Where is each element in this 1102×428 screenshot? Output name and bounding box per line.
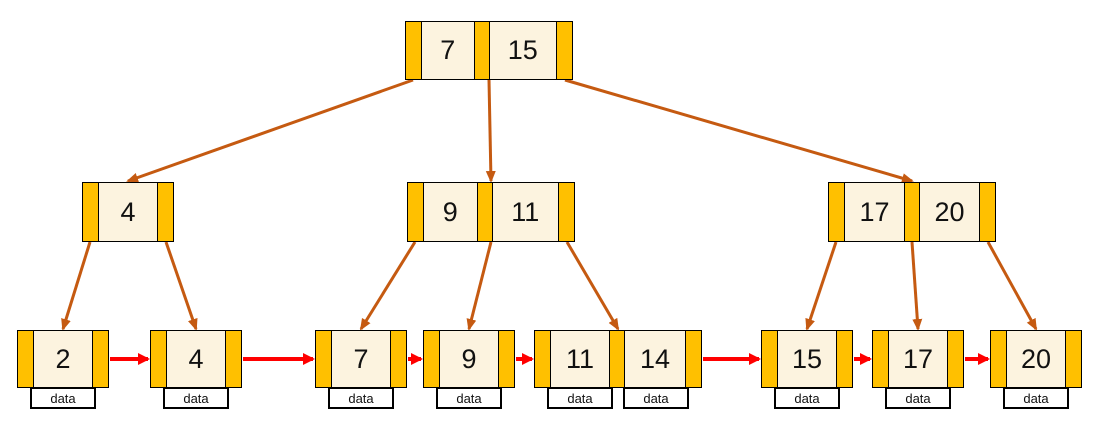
pointer-slot [904, 183, 920, 241]
key-cell: 9 [440, 331, 498, 387]
data-box: data [30, 387, 96, 409]
pointer-slot [979, 183, 995, 241]
pointer-slot [762, 331, 778, 387]
pointer-slot [476, 183, 493, 241]
tree-node-root: 7 15 [405, 21, 573, 80]
tree-node-leaf-15: 15 [761, 330, 853, 388]
key-cell: 17 [845, 183, 904, 241]
pointer-slot [408, 183, 424, 241]
pointer-slot [316, 331, 332, 387]
pointer-slot [406, 22, 422, 79]
tree-node-leaf-2: 2 [17, 330, 109, 388]
pointer-slot [685, 331, 702, 387]
tree-node-leaf-7: 7 [315, 330, 407, 388]
data-box: data [163, 387, 229, 409]
pointer-slot [535, 331, 551, 387]
key-cell: 15 [489, 22, 557, 79]
key-cell: 11 [551, 331, 609, 387]
pointer-slot [151, 331, 167, 387]
tree-node-leaf-17: 17 [872, 330, 964, 388]
pointer-slot [424, 331, 440, 387]
key-cell: 2 [34, 331, 92, 387]
tree-node-int-left: 4 [82, 182, 174, 242]
data-box: data [774, 387, 840, 409]
pointer-slot [609, 331, 625, 387]
key-cell: 4 [99, 183, 157, 241]
data-box: data [328, 387, 394, 409]
key-cell: 4 [167, 331, 225, 387]
pointer-slot [225, 331, 241, 387]
pointer-slot [157, 183, 173, 241]
pointer-slot [18, 331, 34, 387]
key-cell: 7 [422, 22, 474, 79]
key-cell: 20 [1007, 331, 1065, 387]
tree-node-leaf-11-14: 11 14 [534, 330, 702, 388]
data-box: data [436, 387, 502, 409]
key-cell: 20 [920, 183, 979, 241]
data-box: data [547, 387, 613, 409]
pointer-slot [498, 331, 514, 387]
tree-node-int-mid: 9 11 [407, 182, 575, 242]
key-cell: 14 [625, 331, 686, 387]
pointer-slot [390, 331, 406, 387]
tree-node-leaf-20: 20 [990, 330, 1082, 388]
key-cell: 11 [492, 183, 558, 241]
key-cell: 7 [332, 331, 390, 387]
data-box: data [1003, 387, 1069, 409]
pointer-slot [92, 331, 108, 387]
pointer-slot [947, 331, 963, 387]
pointer-slot [558, 183, 574, 241]
pointer-slot [473, 22, 490, 79]
key-cell: 17 [889, 331, 947, 387]
pointer-slot [829, 183, 845, 241]
tree-node-leaf-9: 9 [423, 330, 515, 388]
pointer-slot [836, 331, 852, 387]
pointer-slot [991, 331, 1007, 387]
tree-node-leaf-4: 4 [150, 330, 242, 388]
data-box: data [885, 387, 951, 409]
pointer-slot [873, 331, 889, 387]
pointer-slot [556, 22, 573, 79]
key-cell: 15 [778, 331, 836, 387]
pointer-slot [83, 183, 99, 241]
data-box: data [623, 387, 689, 409]
key-cell: 9 [424, 183, 477, 241]
pointer-slot [1065, 331, 1081, 387]
